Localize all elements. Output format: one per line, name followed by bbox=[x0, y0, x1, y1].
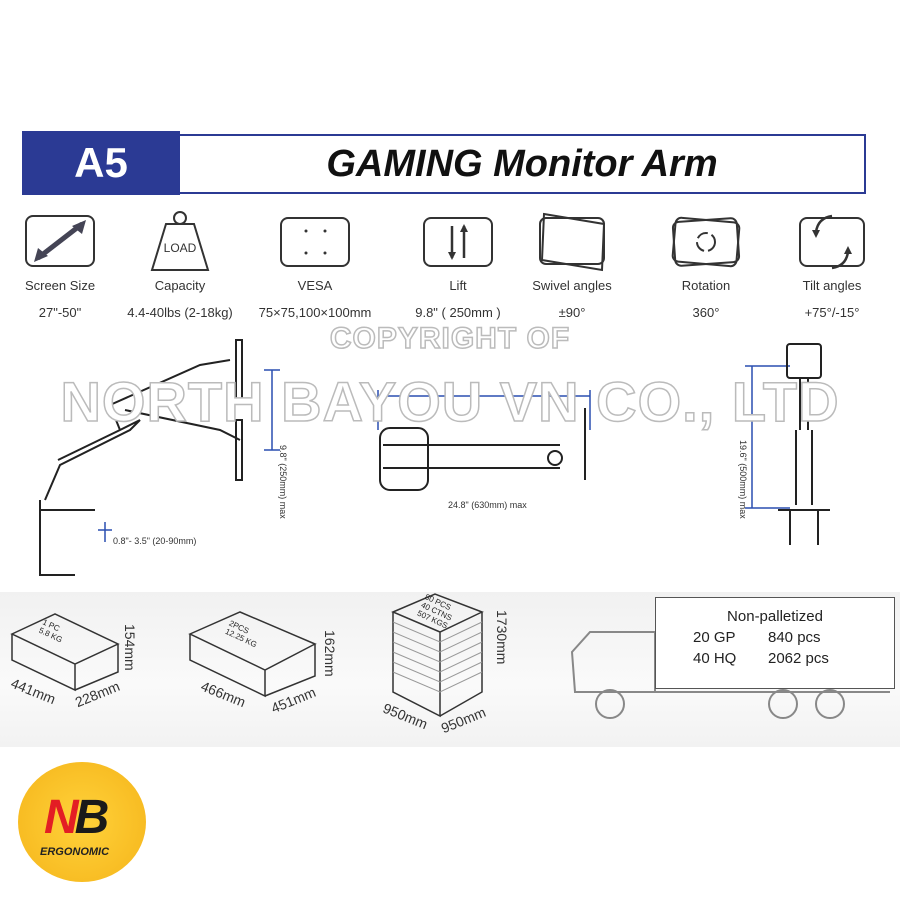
container-qty: 840 pcs bbox=[768, 629, 821, 646]
feature-value: 360° bbox=[692, 305, 720, 320]
feature-vesa: VESA 75×75,100×100mm bbox=[255, 210, 375, 320]
feature-rotation: Rotation 360° bbox=[646, 210, 766, 320]
arm-diagrams bbox=[39, 339, 830, 576]
feature-value: 4.4-40lbs (2-18kg) bbox=[127, 305, 233, 320]
feature-value: 27"-50" bbox=[38, 305, 82, 320]
container-qty: 2062 pcs bbox=[768, 650, 829, 667]
feature-value: ±90° bbox=[558, 305, 586, 320]
feature-value: 9.8" ( 250mm ) bbox=[415, 305, 501, 320]
rotation-icon bbox=[671, 216, 741, 268]
side-view-drawing bbox=[39, 339, 243, 576]
feature-value: +75°/-15° bbox=[804, 305, 860, 320]
vesa-icon bbox=[280, 217, 350, 267]
watermark-line2: NORTH BAYOU VN CO., LTD bbox=[60, 370, 840, 433]
lift-dimension-line bbox=[264, 369, 280, 451]
feature-screen-size: Screen Size 27"-50" bbox=[0, 210, 120, 320]
container-type: 40 HQ bbox=[693, 650, 737, 667]
height-dimension-line bbox=[745, 365, 790, 509]
box2-height: 162mm bbox=[322, 630, 338, 677]
box1-height: 154mm bbox=[122, 624, 138, 671]
diagonal-arrow-icon bbox=[25, 215, 95, 267]
watermark-line1: COPYRIGHT OF bbox=[329, 322, 571, 355]
feature-swivel: Swivel angles ±90° bbox=[512, 210, 632, 320]
feature-label: Capacity bbox=[154, 278, 206, 293]
lift-arrows-icon bbox=[423, 217, 493, 267]
shipping-title: Non-palletized bbox=[727, 608, 823, 625]
feature-label: Swivel angles bbox=[532, 278, 612, 293]
shipping-row: 40 HQ 2062 pcs bbox=[656, 650, 894, 667]
feature-label: Lift bbox=[449, 278, 467, 293]
container-type: 20 GP bbox=[693, 629, 736, 646]
lift-dimension-label: 9.8" (250mm) max bbox=[278, 445, 288, 519]
feature-lift: Lift 9.8" ( 250mm ) bbox=[398, 210, 518, 320]
model-badge: A5 bbox=[22, 131, 180, 195]
feature-value: 75×75,100×100mm bbox=[258, 305, 372, 320]
pallet-height: 1730mm bbox=[494, 610, 510, 665]
shipping-row: 20 GP 840 pcs bbox=[656, 629, 894, 646]
front-view-drawing bbox=[778, 343, 830, 545]
reach-dimension-line bbox=[377, 390, 591, 430]
tilt-icon bbox=[799, 214, 865, 270]
top-view-drawing bbox=[379, 408, 586, 491]
feature-tilt: Tilt angles +75°/-15° bbox=[772, 210, 892, 320]
height-dimension-label: 19.6" (500mm) max bbox=[738, 440, 748, 519]
feature-label: Rotation bbox=[681, 278, 731, 293]
feature-label: VESA bbox=[297, 278, 333, 293]
logo-mark: NB bbox=[44, 791, 109, 844]
weight-icon-text: LOAD bbox=[164, 241, 197, 255]
brand-logo: NB ERGONOMIC bbox=[18, 762, 146, 882]
clamp-dimension-label: 0.8"- 3.5" (20-90mm) bbox=[113, 536, 197, 546]
feature-capacity: LOAD Capacity 4.4-40lbs (2-18kg) bbox=[120, 210, 240, 320]
feature-label: Screen Size bbox=[24, 278, 96, 293]
packaging-drawings bbox=[10, 593, 890, 719]
shipping-info-box: Non-palletized 20 GP 840 pcs 40 HQ 2062 pc… bbox=[655, 597, 895, 689]
logo-subtitle: ERGONOMIC bbox=[40, 846, 110, 858]
reach-dimension-label: 24.8" (630mm) max bbox=[448, 500, 527, 510]
swivel-icon bbox=[539, 212, 606, 272]
weight-icon: LOAD bbox=[150, 211, 210, 271]
feature-label: Tilt angles bbox=[802, 278, 862, 293]
page-title: GAMING Monitor Arm bbox=[180, 134, 866, 194]
